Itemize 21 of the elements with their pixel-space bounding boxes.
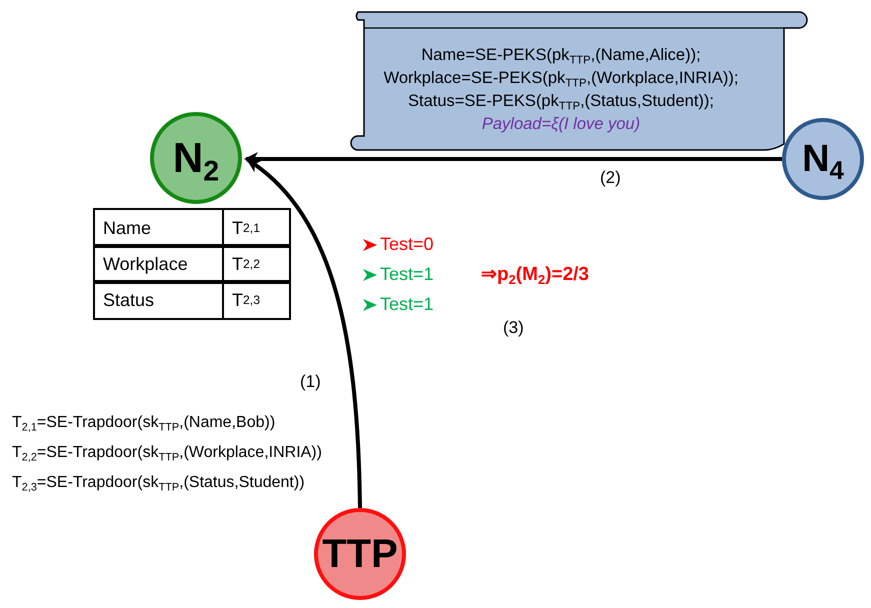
formula-text: T$_{2,2}$=SE-Trapdoor(sk$_{TTP}$,(Workplace,INRIA)) xyxy=(12,444,322,462)
table-cell: Status xyxy=(93,280,224,320)
result-text: ⇒p$_{2}$(M$_{2}$)=2/3 xyxy=(481,263,589,286)
formula-text: Status=SE-PEKS(pk$_{TTP}$,(Status,Student)); xyxy=(407,91,715,113)
table-cell: Workplace xyxy=(93,244,224,284)
result-text: Test=0 xyxy=(380,234,434,255)
result-text: Test=1 xyxy=(380,294,434,315)
formula-text: Name=SE-PEKS(pk$_{TTP}$,(Name,Alice)); xyxy=(420,45,702,67)
formula-text: T$_{2,1}$=SE-Trapdoor(sk$_{TTP}$,(Name,Bob)) xyxy=(12,414,276,432)
result-text: Test=1 xyxy=(380,264,434,285)
edge-label: (2) xyxy=(600,168,621,188)
formula-text: T$_{2,3}$=SE-Trapdoor(sk$_{TTP}$,(Status,Student)) xyxy=(12,474,305,492)
formula-text: Workplace=SE-PEKS(pk$_{TTP}$,(Workplace,INRIA)); xyxy=(384,68,738,90)
edge-label: (1) xyxy=(300,372,321,392)
node-label: TTP xyxy=(322,534,398,574)
table-cell: Name xyxy=(93,208,224,248)
arrow xyxy=(246,158,362,508)
step-label: (3) xyxy=(503,318,524,338)
node-label: N$_{4}$ xyxy=(802,140,844,178)
formula-text: Payload=ξ(I love you) xyxy=(480,114,642,135)
node-label: N$_{2}$ xyxy=(172,137,220,179)
